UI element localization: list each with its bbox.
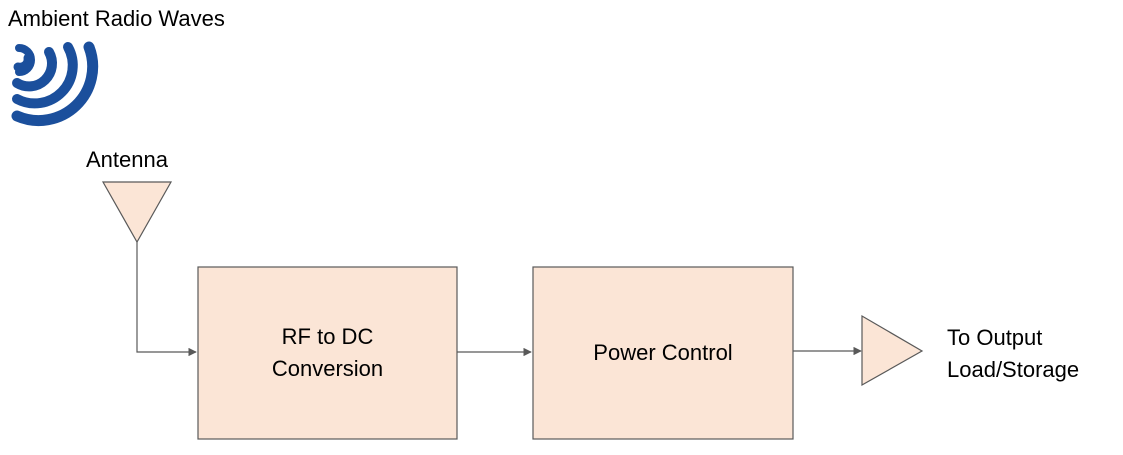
- rf-dc-label-line-1: RF to DC: [281, 324, 374, 349]
- output-label-line-1: To Output: [947, 325, 1043, 350]
- triangle-output-icon: [861, 314, 924, 387]
- rf-dc-conversion-block: [197, 266, 458, 440]
- output-label-line-2: Load/Storage: [947, 357, 1080, 382]
- power-control-label-line: Power Control: [593, 340, 733, 365]
- antenna-label: Antenna: [86, 147, 168, 172]
- diagram-title: Ambient Radio Waves: [8, 6, 225, 31]
- rf-dc-conversion-label: RF to DC Conversion: [198, 267, 457, 439]
- rf-dc-label-line-2: Conversion: [271, 356, 384, 381]
- output-label: To Output Load/Storage: [947, 322, 1079, 386]
- radio-waves-icon: [11, 41, 99, 126]
- power-control-block: [532, 266, 794, 440]
- antenna-connector: [136, 242, 197, 357]
- power-control-label: Power Control: [533, 267, 793, 439]
- antenna-symbol-icon: [101, 181, 173, 244]
